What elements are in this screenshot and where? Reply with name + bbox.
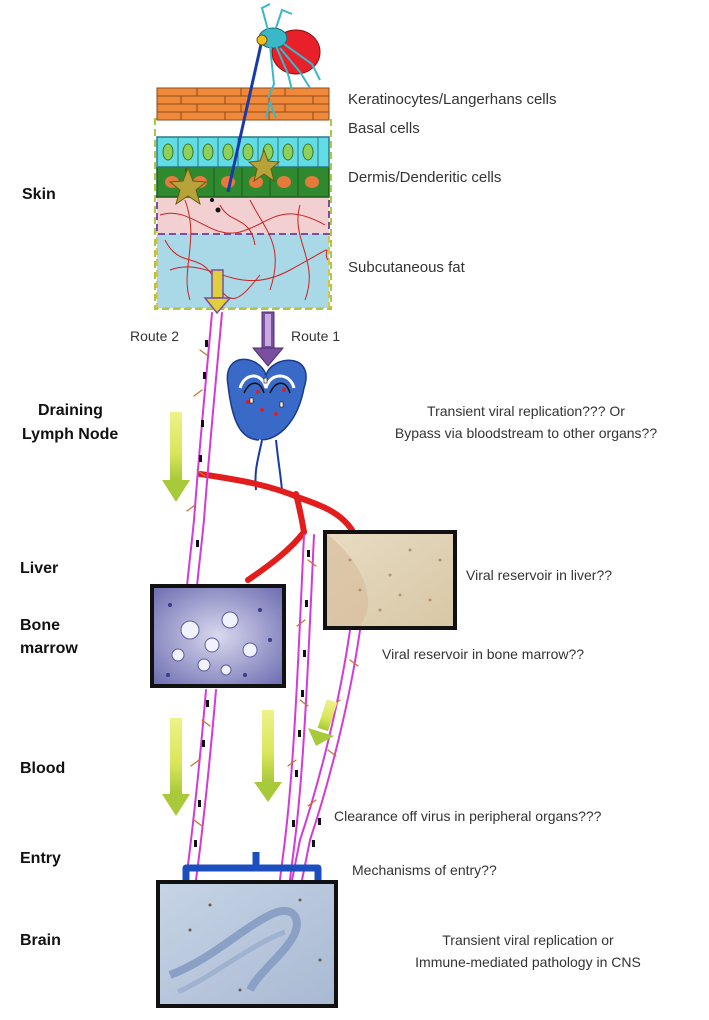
skin-label: Skin [22,186,56,204]
bone-marrow-note: Viral reservoir in bone marrow?? [382,643,584,665]
clearance-note: Clearance off virus in peripheral organs… [334,805,601,827]
keratinocyte-layer [157,88,329,120]
keratinocytes-label: Keratinocytes/Langerhans cells [348,91,556,108]
flow-arrow-blood-left [162,718,190,816]
brain-label: Brain [20,932,61,950]
liver-histology-image [325,532,455,628]
brain-histology-image [158,882,336,1006]
brain-note-line1: Transient viral replication or [368,929,688,951]
liver-label: Liver [20,560,58,578]
lymph-node [227,359,306,490]
draining-label: Draining [38,402,103,420]
brain-note-line2: Immune-mediated pathology in CNS [368,951,688,973]
liver-note: Viral reservoir in liver?? [466,564,612,586]
lymph-note-line1: Transient viral replication??? Or [366,400,686,422]
entry-note: Mechanisms of entry?? [352,859,497,881]
route-2-label: Route 2 [130,328,179,344]
subcutaneous-fat-layer [157,232,329,308]
basal-cells-label: Basal cells [348,120,420,137]
lymph-node-label: Lymph Node [22,426,118,444]
route-1-label: Route 1 [291,328,340,344]
flow-arrow-blood-middle [254,710,282,802]
bone-label: Bone [20,617,60,635]
lymph-note-line2: Bypass via bloodstream to other organs?? [366,422,686,444]
flow-arrow-lymph [162,412,190,502]
marrow-label: marrow [20,640,78,658]
blood-brain-barrier-bar [186,852,318,882]
basal-cells [157,137,329,167]
bone-marrow-histology-image [152,586,284,686]
dermis-label: Dermis/Denderitic cells [348,169,501,186]
entry-label: Entry [20,850,61,868]
route-1-arrow [253,312,283,366]
blood-label: Blood [20,760,65,778]
subcutaneous-fat-label: Subcutaneous fat [348,259,465,276]
